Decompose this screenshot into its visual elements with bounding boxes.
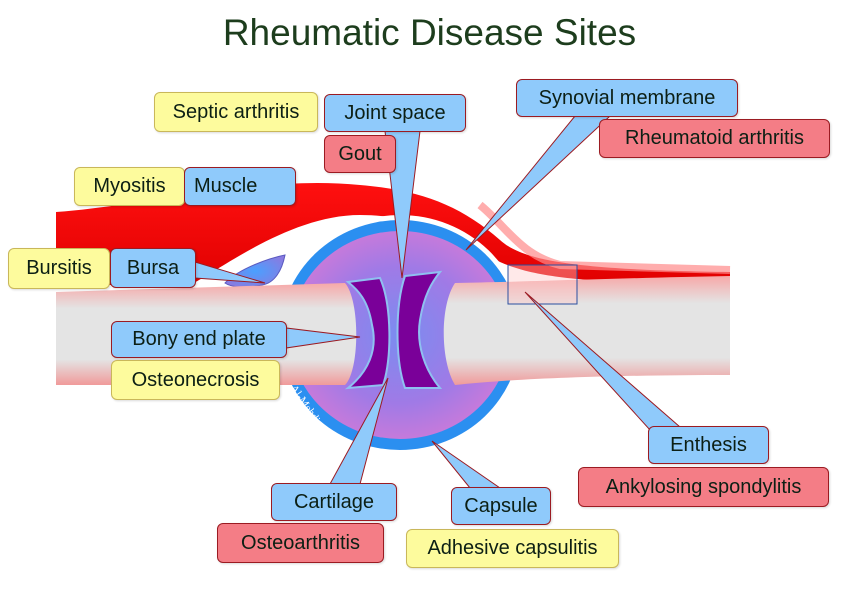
capsule-pointer bbox=[431, 440, 502, 489]
right-cartilage bbox=[396, 270, 443, 389]
label-rheumatoid-arthritis: Rheumatoid arthritis bbox=[599, 119, 830, 158]
label-synovial-membrane: Synovial membrane bbox=[516, 79, 738, 117]
label-enthesis: Enthesis bbox=[648, 426, 769, 464]
label-joint-space: Joint space bbox=[324, 94, 466, 132]
label-bursa: Bursa bbox=[110, 248, 196, 288]
muscle-shape bbox=[56, 182, 730, 285]
label-gout: Gout bbox=[324, 135, 396, 173]
label-capsule: Capsule bbox=[451, 487, 551, 525]
label-osteonecrosis: Osteonecrosis bbox=[111, 360, 280, 400]
synovial-pointer bbox=[465, 115, 612, 251]
label-ankylosing-spondylitis: Ankylosing spondylitis bbox=[578, 467, 829, 507]
label-muscle: Muscle bbox=[184, 167, 296, 206]
label-septic-arthritis: Septic arthritis bbox=[154, 92, 318, 132]
label-bursitis: Bursitis bbox=[8, 248, 110, 289]
label-adhesive-capsulitis: Adhesive capsulitis bbox=[406, 529, 619, 568]
left-cartilage bbox=[344, 276, 391, 390]
right-bone bbox=[443, 276, 730, 385]
label-cartilage: Cartilage bbox=[271, 483, 397, 521]
label-bony-end-plate: Bony end plate bbox=[111, 321, 287, 358]
page-title: Rheumatic Disease Sites bbox=[222, 12, 637, 53]
enthesis-highlight bbox=[507, 264, 578, 305]
label-osteoarthritis: Osteoarthritis bbox=[217, 523, 384, 563]
label-myositis: Myositis bbox=[74, 167, 185, 206]
